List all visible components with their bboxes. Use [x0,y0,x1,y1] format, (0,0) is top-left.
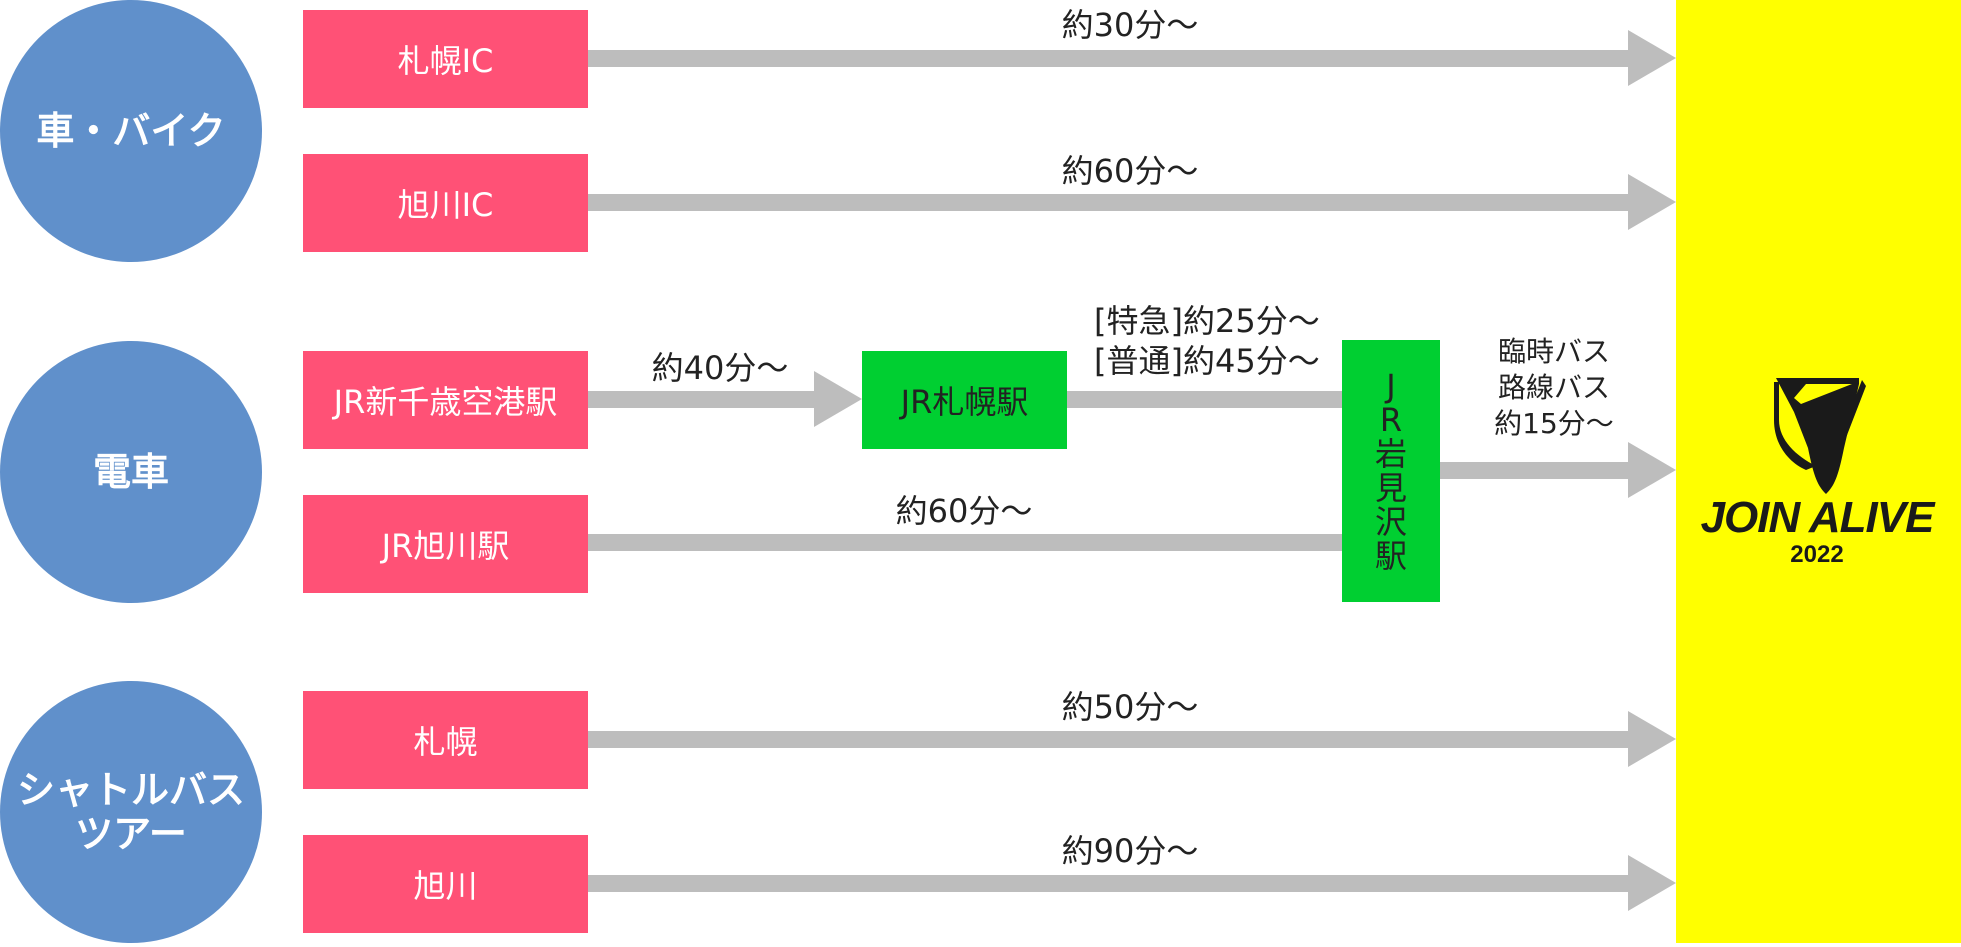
time-asahikawa-to-iwamizawa: 約60分〜 [895,492,1033,530]
logo-wordmark: JOIN ALIVE [1701,493,1937,542]
origin-shuttle-asahikawa: 旭川 [303,835,588,933]
logo-year: 2022 [1790,541,1843,568]
time-shuttle-asahikawa: 約90分〜 [1061,832,1199,870]
station-iwamizawa-label: J R 岩 見 沢 駅 [1374,367,1407,575]
time-sapporo-ic: 約30分〜 [1061,6,1199,44]
time-new-chitose-to-sapporo: 約40分〜 [651,349,789,387]
origin-asahikawa-station: JR旭川駅 [303,495,588,593]
origin-asahikawa-ic: 旭川IC [303,154,588,252]
arrow-asahikawa-ic [588,174,1676,230]
arrow-shuttle-sapporo [588,711,1676,767]
logo-emblem-icon [1774,378,1866,494]
arrow-sapporo-ic [588,30,1676,86]
time-asahikawa-ic: 約60分〜 [1061,152,1199,190]
station-iwamizawa: J R 岩 見 沢 駅 [1342,340,1440,602]
destination-panel: JOIN ALIVE 2022 [1676,0,1961,943]
origin-sapporo-ic: 札幌IC [303,10,588,108]
join-alive-logo: JOIN ALIVE 2022 [1701,378,1937,568]
origin-shuttle-sapporo: 札幌 [303,691,588,789]
time-shuttle-sapporo: 約50分〜 [1061,688,1199,726]
mode-shuttle-bus-tour: シャトルバス ツアー [0,681,262,943]
arrow-iwamizawa-to-venue [1440,442,1676,498]
arrow-new-chitose-to-sapporo [588,371,862,427]
arrow-shuttle-asahikawa [588,855,1676,911]
time-sapporo-to-iwamizawa: [特急]約25分〜 [普通]約45分〜 [1094,302,1320,380]
mode-car-bike: 車・バイク [0,0,262,262]
origin-new-chitose-airport-station: JR新千歳空港駅 [303,351,588,449]
station-sapporo: JR札幌駅 [862,351,1067,449]
time-iwamizawa-to-venue: 臨時バス 路線バス 約15分〜 [1494,335,1614,440]
mode-train: 電車 [0,341,262,603]
